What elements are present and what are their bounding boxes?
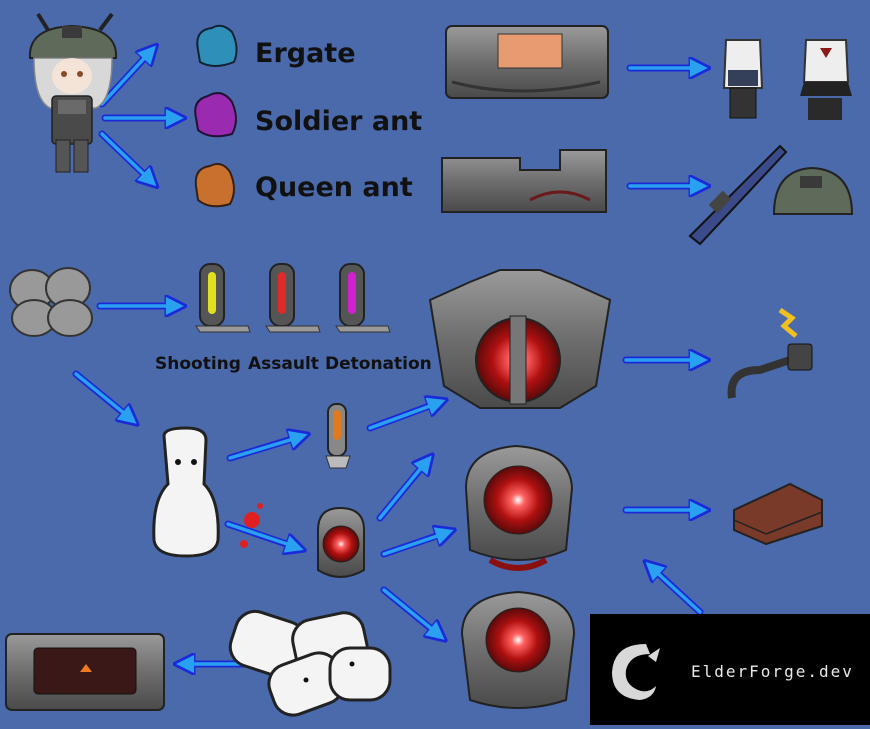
rifle-icon [688,144,788,246]
storage-crate-icon [5,633,165,711]
label-detonation: Detonation [325,354,432,374]
weapon-machine [441,149,607,213]
watermark-text: ElderForge.dev [691,662,854,681]
label-soldier-ant: Soldier ant [255,106,423,137]
uniform-machine [445,25,609,99]
orange-vial-icon [325,403,351,469]
uniform-skirt-icon [800,39,852,120]
shooting-vial-icon [195,263,251,333]
mannequin-icon [152,426,220,558]
label-ergate: Ergate [255,38,356,69]
pillows-pile-icon [228,609,392,717]
helmet-icon [772,166,854,215]
detonation-vial-icon [335,263,391,333]
arrows-inner [74,50,702,666]
label-assault: Assault [248,354,319,374]
label-shooting: Shooting [155,354,241,374]
power-plug-icon [727,307,813,399]
large-core-reactor-icon [428,269,612,409]
queen-blob-icon [194,163,235,208]
brain-cluster-icon [9,267,93,337]
medium-core-icon-upper [464,444,574,571]
blood-splatter-icon [240,503,263,548]
ant-soldier-character [28,12,118,173]
medium-core-icon-lower [460,590,576,709]
ergate-blob-icon [196,24,238,67]
uniform-shirt-icon [722,39,764,119]
dragon-logo-icon [612,644,660,700]
small-core-icon [317,506,365,578]
label-queen-ant: Queen ant [255,172,413,203]
assault-vial-icon [265,263,321,333]
watermark-panel: ElderForge.dev [590,614,870,725]
bricks-icon [733,482,823,546]
soldier-blob-icon [194,92,237,138]
